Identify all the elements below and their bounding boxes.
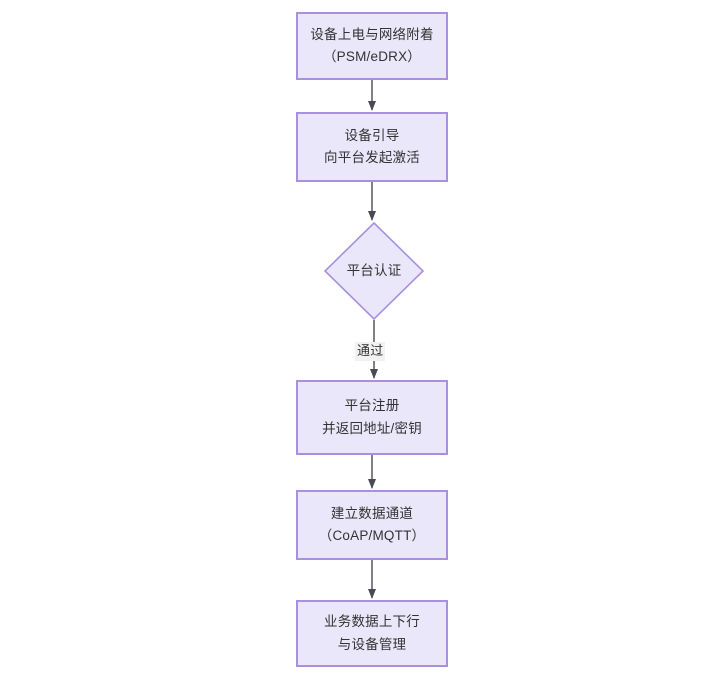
node-business-data-and-device-management[interactable]: 业务数据上下行 与设备管理: [296, 600, 448, 667]
node-platform-register[interactable]: 平台注册 并返回地址/密钥: [296, 380, 448, 455]
node-line: 设备上电与网络附着: [310, 26, 434, 42]
node-line: 设备引导: [344, 127, 400, 143]
node-device-power-on[interactable]: 设备上电与网络附着 （PSM/eDRX）: [296, 12, 448, 80]
node-line: 与设备管理: [337, 636, 407, 652]
node-platform-authentication[interactable]: 平台认证: [324, 222, 424, 320]
diamond-shape: [324, 222, 424, 320]
node-establish-data-channel[interactable]: 建立数据通道 （CoAP/MQTT）: [296, 490, 448, 560]
node-line: （PSM/eDRX）: [322, 49, 422, 64]
node-line: 平台认证: [346, 262, 402, 278]
node-line: （CoAP/MQTT）: [318, 528, 426, 543]
node-line: 平台注册: [344, 398, 400, 414]
node-line: 业务数据上下行: [324, 614, 420, 630]
node-line: 并返回地址/密钥: [322, 420, 422, 436]
node-line: 建立数据通道: [330, 505, 414, 521]
edge-label-pass: 通过: [355, 342, 386, 361]
node-device-bootstrap[interactable]: 设备引导 向平台发起激活: [296, 112, 448, 182]
node-line: 向平台发起激活: [324, 150, 420, 165]
